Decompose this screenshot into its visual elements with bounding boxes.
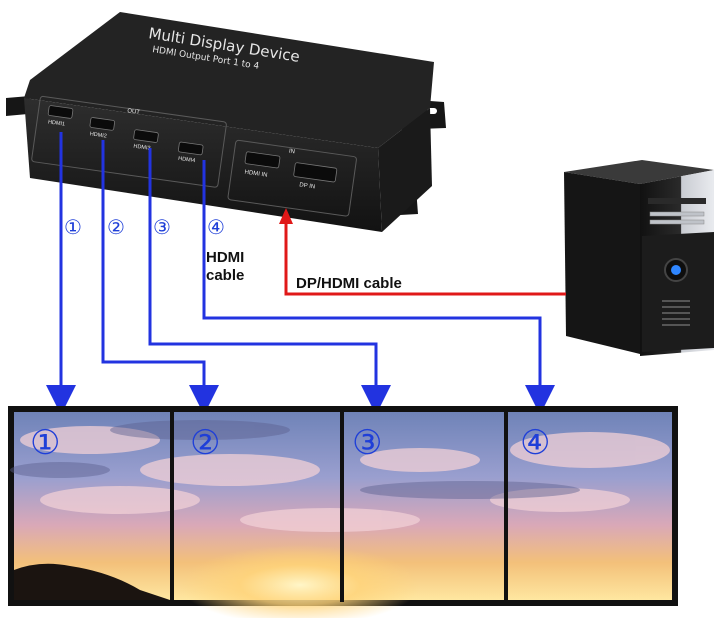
- hdmi-port-3[interactable]: HDMI3: [132, 129, 159, 152]
- screen-marker-3: ③: [352, 423, 382, 463]
- hdmi-cable-4: [202, 160, 555, 415]
- dp-in-label: DP IN: [299, 182, 316, 190]
- hdmi-port-4-label: HDMI4: [178, 156, 196, 164]
- output-marker-3: ③: [153, 215, 171, 239]
- dp-in-port[interactable]: DP IN: [292, 162, 338, 193]
- hdmi-in-label: HDMI IN: [244, 170, 268, 179]
- input-port-group: IN HDMI IN DP IN: [227, 139, 357, 217]
- hdmi-cable-label-line1: HDMI: [206, 249, 244, 266]
- hdmi-cable-3: [148, 148, 391, 415]
- hdmi-port-3-label: HDMI3: [133, 143, 151, 151]
- dp-hdmi-cable: [279, 208, 566, 296]
- output-port-group: OUT HDMI1 HDMI2 HDMI3 HDMI4: [31, 95, 227, 188]
- hdmi-port-2-label: HDMI2: [89, 131, 107, 139]
- hdmi-cable-2: [101, 140, 219, 415]
- hdmi-port-2[interactable]: HDMI2: [88, 117, 116, 140]
- video-wall: ① ② ③ ④: [8, 406, 678, 618]
- computer-tower: [564, 160, 714, 356]
- bezel-2-3: [340, 410, 344, 602]
- output-marker-1: ①: [64, 215, 82, 239]
- bezel-1-2: [170, 410, 174, 602]
- hdmi-in-port[interactable]: HDMI IN: [243, 151, 281, 180]
- hdmi-port-1-label: HDMI1: [48, 119, 66, 127]
- dp-cable-arrow-icon: [279, 208, 293, 224]
- hdmi-cables: [46, 132, 555, 415]
- in-label: IN: [289, 149, 296, 156]
- output-marker-4: ④: [207, 215, 225, 239]
- screen-marker-4: ④: [520, 423, 550, 463]
- screen-marker-1: ①: [30, 423, 60, 463]
- out-label: OUT: [127, 108, 141, 116]
- hdmi-port-4[interactable]: HDMI4: [177, 141, 204, 165]
- hdmi-port-1[interactable]: HDMI1: [47, 105, 74, 128]
- dp-hdmi-cable-label: DP/HDMI cable: [296, 275, 402, 292]
- bezel-3-4: [504, 410, 508, 602]
- output-marker-2: ②: [107, 215, 125, 239]
- hdmi-cable-label-line2: cable: [206, 267, 244, 284]
- screen-marker-2: ②: [190, 423, 220, 463]
- multi-display-device: Multi Display Device HDMI Output Port 1 …: [6, 12, 446, 232]
